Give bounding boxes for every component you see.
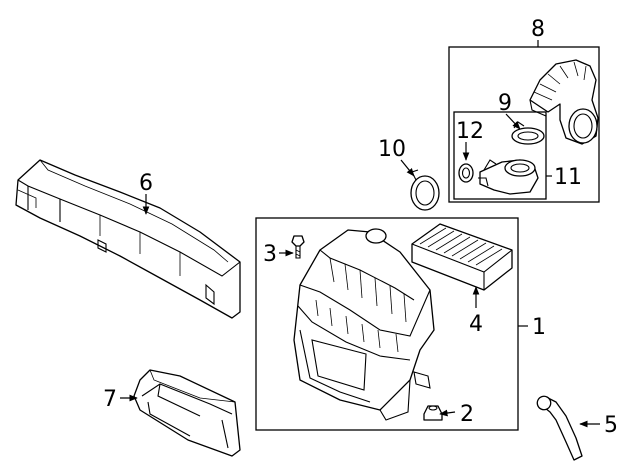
part-5-hose[interactable] — [536, 395, 583, 461]
callout-3: 3 — [263, 242, 277, 267]
part-6-air-duct[interactable] — [15, 159, 241, 319]
part-1-air-cleaner-housing[interactable] — [293, 228, 435, 421]
part-11-group-box — [453, 111, 547, 200]
callout-7: 7 — [103, 387, 117, 412]
part-8-intake-hose[interactable] — [529, 59, 599, 145]
callout-9: 9 — [498, 91, 512, 116]
part-11-connector[interactable] — [478, 159, 539, 195]
callout-4: 4 — [469, 312, 483, 337]
callout-1: 1 — [532, 315, 546, 340]
callout-2: 2 — [460, 402, 474, 427]
callout-6: 6 — [139, 171, 153, 196]
part-7-inlet-duct[interactable] — [133, 369, 241, 457]
part-8-group-box — [448, 46, 600, 203]
leader-lines — [120, 40, 600, 428]
callout-10: 10 — [378, 137, 406, 162]
part-10-clamp[interactable] — [410, 169, 440, 211]
part-1-group-box — [255, 217, 519, 431]
callout-8: 8 — [531, 17, 545, 42]
part-12-o-ring[interactable] — [458, 163, 474, 183]
callout-5: 5 — [604, 413, 618, 438]
part-3-bolt[interactable] — [291, 235, 305, 259]
callout-12: 12 — [456, 119, 484, 144]
part-4-air-filter[interactable] — [411, 223, 513, 291]
callout-11: 11 — [554, 165, 582, 190]
part-2-grommet[interactable] — [423, 405, 443, 421]
